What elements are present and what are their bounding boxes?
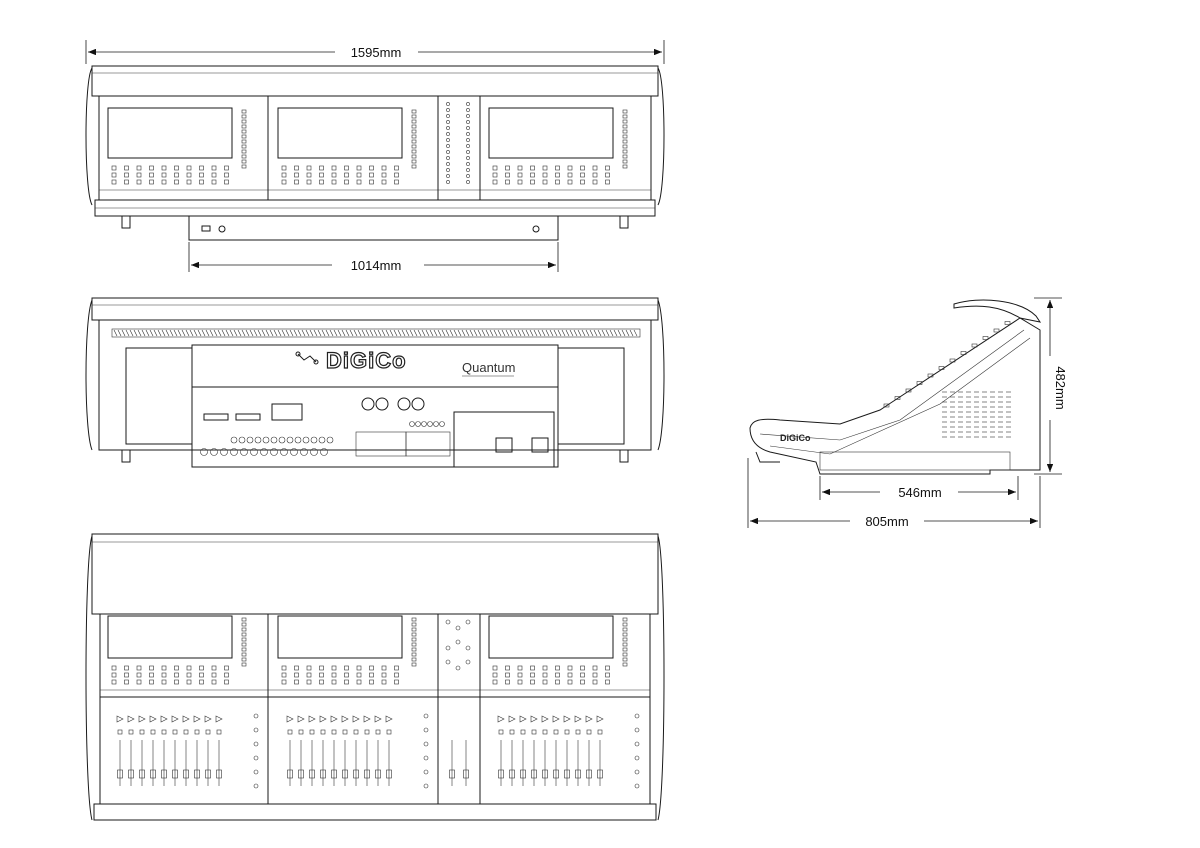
side-view: DiGiCo 482mm 546mm 805mm	[747, 297, 1068, 529]
rear-logo-text: DiGiCo	[326, 348, 407, 373]
side-logo-text: DiGiCo	[780, 433, 811, 443]
dimension-label-height: 482mm	[1053, 366, 1068, 409]
dimension-label-top-width: 1595mm	[351, 45, 402, 60]
dimension-label-base-depth: 546mm	[898, 485, 941, 500]
dimension-label-depth: 805mm	[865, 514, 908, 529]
front-view: 1595mm 1014mm	[85, 40, 665, 273]
rear-model-text: Quantum	[462, 360, 515, 375]
dimension-label-base-width: 1014mm	[351, 258, 402, 273]
rear-view: DiGiCo Quantum	[85, 297, 665, 468]
plan-view	[85, 533, 665, 821]
